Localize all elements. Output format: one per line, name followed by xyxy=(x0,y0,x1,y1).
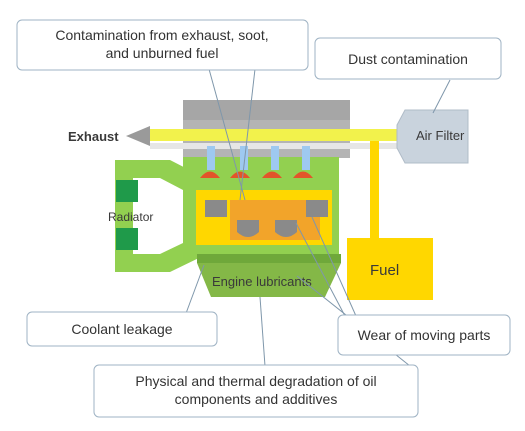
exhaust-label: Exhaust xyxy=(68,129,119,144)
cylinder-head-top xyxy=(183,100,350,120)
callout-dust: Dust contamination xyxy=(314,37,502,80)
pistons xyxy=(205,200,328,237)
exhaust-arrow xyxy=(126,126,150,146)
oil-sump-top xyxy=(197,254,341,263)
air-filter-body xyxy=(396,109,469,164)
callout-coolant: Coolant leakage xyxy=(26,311,218,347)
callout-contamination-line1: Contamination from exhaust, soot, xyxy=(55,27,268,43)
oil-sump xyxy=(197,263,341,297)
intake-pipe xyxy=(150,129,410,141)
fuel-line xyxy=(370,141,379,241)
callout-contamination-line2: and unburned fuel xyxy=(106,45,219,61)
engine-lubricants-label: Engine lubricants xyxy=(212,274,312,289)
air-filter-label: Air Filter xyxy=(416,128,465,143)
combustion-chambers xyxy=(200,146,313,178)
radiator-label: Radiator xyxy=(108,210,153,224)
radiator-fin-top xyxy=(116,180,138,202)
callout-degradation: Physical and thermal degradation of oil … xyxy=(93,364,419,418)
callout-coolant-text: Coolant leakage xyxy=(71,321,172,337)
callout-degradation-line1: Physical and thermal degradation of oil xyxy=(135,373,376,389)
callout-wear: Wear of moving parts xyxy=(337,314,511,356)
exhaust-pipe xyxy=(150,143,410,149)
radiator-body xyxy=(115,160,205,272)
radiator-fin-bottom xyxy=(116,228,138,250)
callout-dust-text: Dust contamination xyxy=(348,51,468,67)
callout-contamination: Contamination from exhaust, soot, and un… xyxy=(16,19,309,71)
callout-wear-text: Wear of moving parts xyxy=(358,327,491,343)
callout-degradation-line2: components and additives xyxy=(175,391,338,407)
fuel-label: Fuel xyxy=(370,262,399,279)
fuel-tank xyxy=(347,238,433,300)
